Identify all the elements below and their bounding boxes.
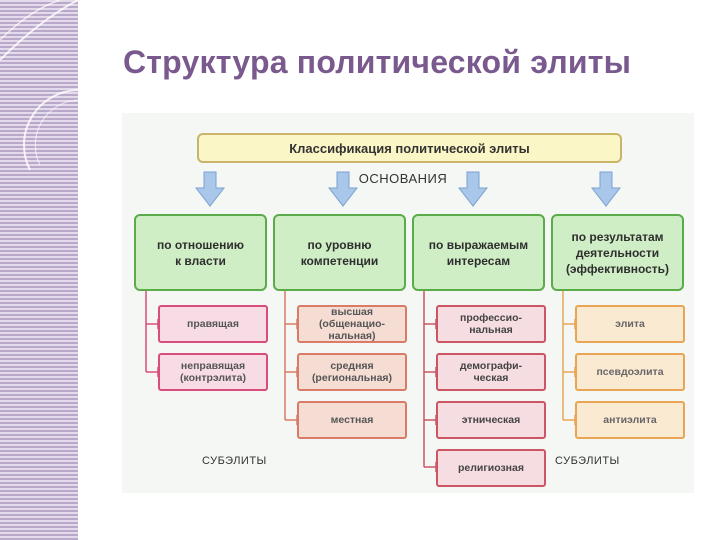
down-arrow-3 [457,171,489,207]
category-expressed-interests: по выражаемым интересам [412,214,545,291]
basis-label: ОСНОВАНИЯ [358,171,448,186]
item-ruling-elite: правящая [158,305,268,343]
item-professional-elite: профессио- нальная [436,305,546,343]
decorative-stripe [0,0,78,540]
item-pseudo-elite: псевдоэлита [575,353,685,391]
down-arrows [194,171,622,207]
slide-title: Структура политической элиты [123,44,632,80]
subelites-label-right: СУБЭЛИТЫ [555,455,620,467]
item-ethnic-elite: этническая [436,401,546,439]
item-anti-elite: антиэлита [575,401,685,439]
category-relation-to-power: по отношению к власти [134,214,267,291]
item-religious-elite: религиозная [436,449,546,487]
item-highest-elite: высшая (общенацио- нальная) [297,305,407,343]
item-non-ruling-elite: неправящая (контрэлита) [158,353,268,391]
item-elite: элита [575,305,685,343]
item-local-elite: местная [297,401,407,439]
down-arrow-4 [590,171,622,207]
category-performance-results: по результатам деятельности (эффективнос… [551,214,684,291]
item-middle-elite: средняя (региональная) [297,353,407,391]
classification-header-box: Классификация политической элиты [197,133,622,163]
item-demographic-elite: демографи- ческая [436,353,546,391]
category-competence-level: по уровню компетенции [273,214,406,291]
down-arrow-1 [194,171,226,207]
decorative-swirl [0,0,78,171]
subelites-label-left: СУБЭЛИТЫ [202,455,267,467]
down-arrow-2 [327,171,359,207]
